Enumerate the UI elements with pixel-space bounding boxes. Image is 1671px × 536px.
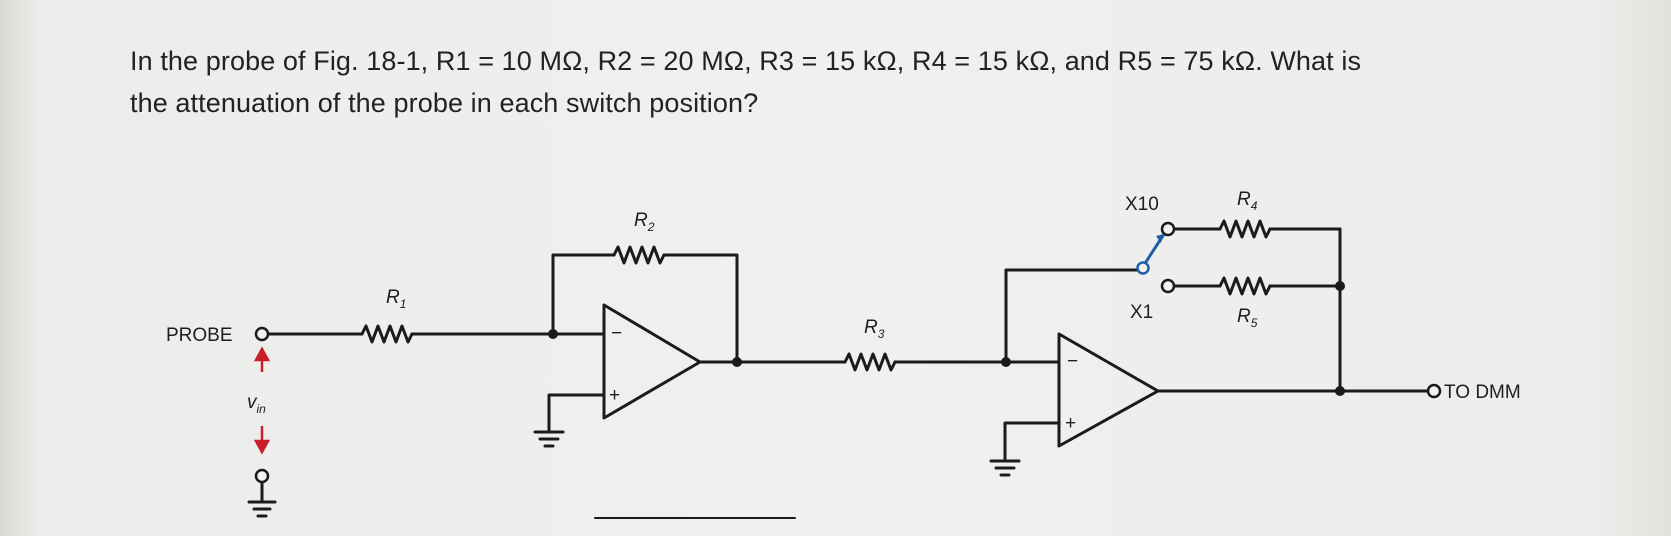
opamp2-minus-label: − xyxy=(1067,351,1078,372)
resistor-r5 xyxy=(1218,276,1272,296)
wire-opamp1-ground xyxy=(547,393,606,434)
junction-r5 xyxy=(1335,281,1345,291)
r2-label-sub: 2 xyxy=(647,220,655,234)
junction-output xyxy=(1335,386,1345,396)
junction-r1-r2 xyxy=(548,329,558,339)
r5-label-main: R xyxy=(1237,306,1251,327)
opamp-2 xyxy=(1057,332,1160,448)
r4-label-sub: 4 xyxy=(1251,199,1258,213)
r2-label-main: R xyxy=(634,210,648,231)
wire-opamp2-ground xyxy=(1003,421,1061,463)
resistor-r3 xyxy=(843,352,897,372)
switch-label-x1: X1 xyxy=(1130,302,1153,323)
wire-r2-left xyxy=(551,253,616,336)
switch-contact-x10 xyxy=(1160,221,1176,237)
output-label: TO DMM xyxy=(1444,382,1521,403)
vin-label: vin xyxy=(247,392,266,416)
probe-label: PROBE xyxy=(166,325,233,346)
r3-label: R3 xyxy=(864,317,885,341)
r2-label: R2 xyxy=(634,210,655,234)
ground-terminal xyxy=(254,468,270,484)
opamp2-plus-label: + xyxy=(1065,413,1076,434)
vin-label-sub: in xyxy=(257,402,267,416)
resistor-r1 xyxy=(360,324,414,344)
r1-label-main: R xyxy=(386,287,400,308)
junction-r3-switch xyxy=(1001,357,1011,367)
vin-arrow-up-head xyxy=(253,346,271,362)
resistor-r2 xyxy=(612,245,666,265)
vin-label-main: v xyxy=(247,392,258,413)
switch-label-x10: X10 xyxy=(1125,194,1159,215)
r3-label-main: R xyxy=(864,317,878,338)
switch-pivot xyxy=(1136,261,1150,275)
junction-opamp1-out xyxy=(732,357,742,367)
vin-arrow-down-head xyxy=(253,439,271,455)
wire-r2-right xyxy=(662,253,739,364)
question-line-1: In the probe of Fig. 18-1, R1 = 10 MΩ, R… xyxy=(130,46,1362,76)
r1-label-sub: 1 xyxy=(400,297,407,311)
opamp1-plus-label: + xyxy=(609,385,620,406)
switch-arrow-head xyxy=(1156,234,1164,243)
r1-label: R1 xyxy=(386,287,406,311)
question-line-2: the attenuation of the probe in each swi… xyxy=(130,88,759,118)
r3-label-sub: 3 xyxy=(878,327,885,341)
wire-switch-common xyxy=(1004,268,1141,364)
r5-label-sub: 5 xyxy=(1251,316,1258,330)
question-text: In the probe of Fig. 18-1, R1 = 10 MΩ, R… xyxy=(130,40,1630,124)
opamp-1 xyxy=(602,303,702,420)
r5-label: R5 xyxy=(1237,306,1258,330)
output-terminal xyxy=(1426,383,1442,399)
resistor-r4 xyxy=(1218,219,1272,239)
switch-contact-x1 xyxy=(1160,278,1176,294)
opamp1-minus-label: − xyxy=(611,323,622,344)
r4-label-main: R xyxy=(1237,189,1251,210)
r4-label: R4 xyxy=(1237,189,1258,213)
probe-terminal xyxy=(254,326,270,342)
